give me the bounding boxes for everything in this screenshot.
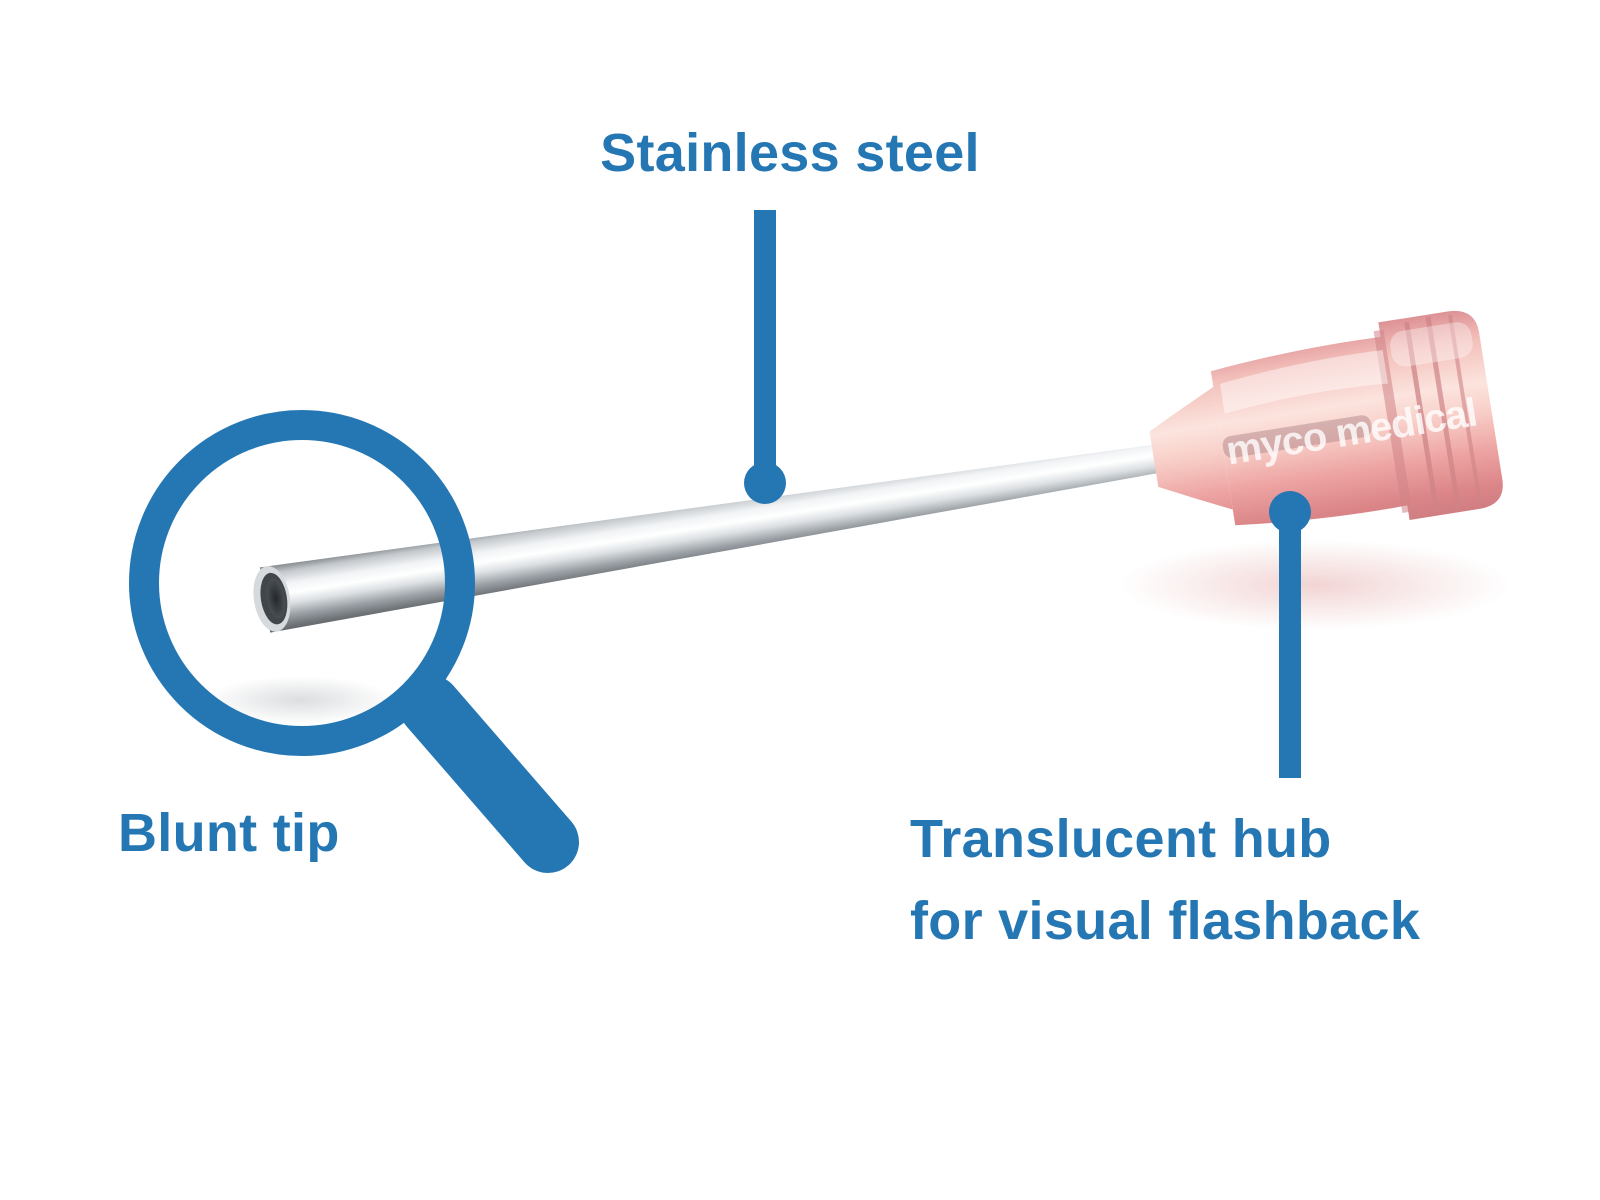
flange-highlight (1390, 322, 1473, 367)
stainless-steel-callout (744, 210, 786, 504)
translucent-hub-label-line2: for visual flashback (910, 891, 1421, 952)
flange-ridge (1448, 314, 1483, 506)
blunt-tip-label: Blunt tip (118, 803, 340, 863)
hub-highlight (1219, 350, 1388, 414)
translucent-hub-label: Translucent hub for visual flashback (910, 798, 1420, 962)
needle-illustration: myco medical (253, 310, 1503, 633)
hub-flange (1378, 310, 1503, 520)
hub-callout (1269, 491, 1311, 778)
needle-shaft (259, 442, 1176, 633)
translucent-hub-label-line1: Translucent hub (910, 809, 1332, 869)
hub-body (1210, 336, 1415, 526)
tip-reflection (205, 676, 395, 724)
hub-cone (1149, 387, 1233, 510)
flange-ridge (1404, 321, 1440, 513)
flange-ridge (1425, 316, 1462, 511)
hub-inner-needle-shadow (1222, 415, 1372, 458)
stainless-steel-label: Stainless steel (600, 123, 980, 183)
blunt-tip-lumen (266, 578, 286, 619)
magnifier-icon (129, 410, 579, 873)
stainless-steel-callout-dot (744, 462, 786, 504)
hub-collar-seam (1373, 329, 1413, 514)
magnifier-ring (129, 410, 475, 756)
magnifier-handle (399, 675, 579, 873)
hub-reflection (1120, 540, 1510, 630)
